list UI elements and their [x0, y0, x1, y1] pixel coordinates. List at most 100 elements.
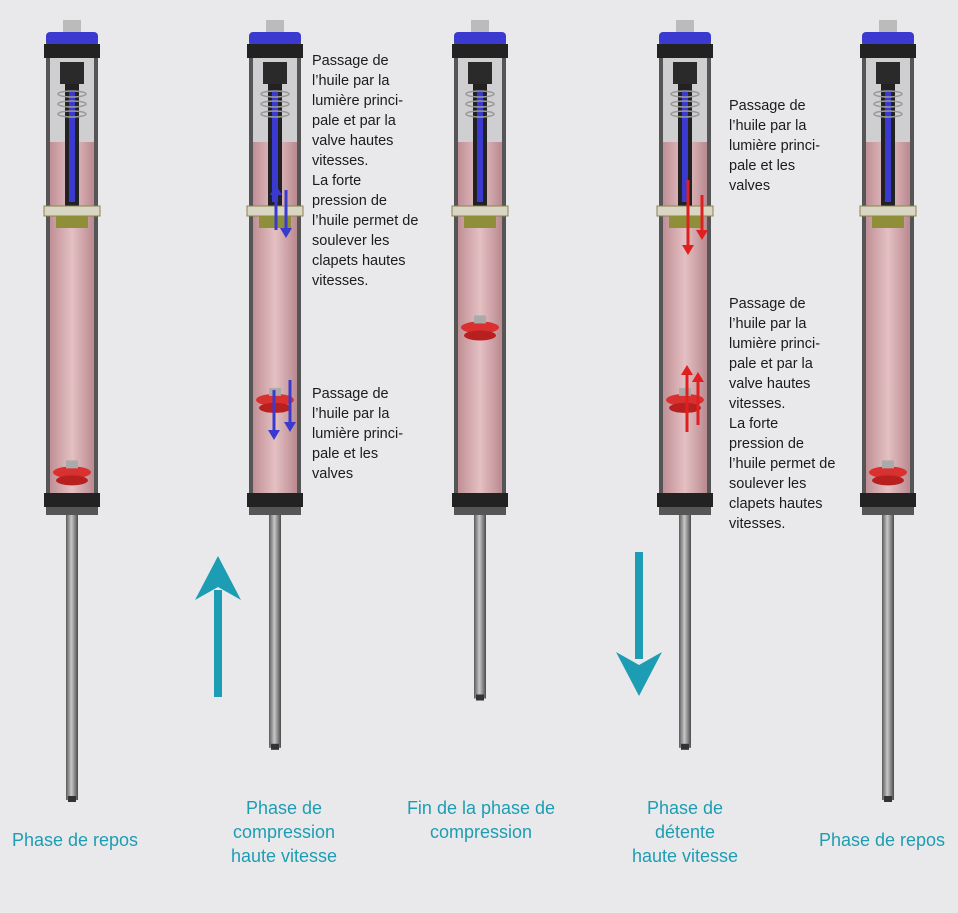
bottom-seal	[860, 493, 916, 507]
shock-rest	[859, 20, 917, 802]
shock-rebound	[656, 20, 714, 750]
rebound-direction-arrow-icon	[616, 552, 662, 696]
blue-arrow-down-head	[280, 228, 292, 238]
rod-end	[681, 743, 689, 750]
top-cap-ring	[452, 44, 508, 58]
blue-arrow-down-head	[284, 422, 296, 432]
spring-coil	[873, 110, 903, 118]
blue-cap	[454, 32, 506, 44]
red-arrow-up-head	[692, 372, 704, 382]
piston-red	[53, 466, 91, 479]
red-arrow-up-head	[681, 365, 693, 375]
spring-coil	[670, 90, 700, 98]
base-valve-plate	[859, 205, 917, 217]
blue-arrow-up-head	[270, 185, 282, 195]
spring-coil	[260, 110, 290, 118]
blue-arrow-up	[270, 185, 282, 230]
base-valve-stack	[669, 216, 701, 228]
base-valve-plate	[656, 205, 714, 217]
top-cap-ring	[44, 44, 100, 58]
piston-rod	[882, 476, 894, 800]
spring-coil	[57, 100, 87, 108]
arrow-shaft	[635, 552, 643, 659]
top-fitting	[879, 20, 897, 32]
base-valve-stack	[872, 216, 904, 228]
shock-compression	[246, 20, 304, 750]
top-fitting	[266, 20, 284, 32]
top-block	[468, 62, 492, 84]
piston-rod	[66, 476, 78, 800]
note-compression-top: Passage de l’huile par la lumière princi…	[312, 53, 419, 289]
red-arrow-up	[692, 372, 704, 425]
rod-end	[476, 694, 484, 701]
piston-nut	[679, 387, 691, 396]
blue-arrow-down-head	[268, 430, 280, 440]
piston-red	[666, 393, 704, 406]
note-compression-bottom: Passage de l’huile par la lumière princi…	[312, 386, 404, 482]
arrow-head	[616, 652, 662, 696]
rod-end	[68, 796, 76, 802]
shock-end-compression	[451, 20, 509, 701]
top-fitting	[63, 20, 81, 32]
blue-cap	[862, 32, 914, 44]
caption-rest-left: Phase de repos	[11, 830, 139, 850]
red-arrow-down-head	[696, 230, 708, 240]
top-block	[876, 62, 900, 84]
spring-coil	[465, 100, 495, 108]
spring-coil	[670, 110, 700, 118]
red-arrow-down-head	[682, 245, 694, 255]
spring-coil	[260, 90, 290, 98]
blue-needle	[477, 92, 483, 202]
red-arrow-up	[681, 365, 693, 432]
piston-valve	[669, 402, 701, 413]
blue-needle	[272, 92, 278, 202]
piston-red	[869, 466, 907, 479]
top-cap-ring	[247, 44, 303, 58]
rod-end	[884, 796, 892, 802]
rod-end	[271, 743, 279, 750]
caption-end-compression: Fin de la phase de compression	[406, 798, 556, 842]
top-block	[673, 62, 697, 84]
blue-needle	[69, 92, 75, 202]
piston-nut	[882, 460, 894, 469]
piston-valve	[872, 475, 904, 486]
blue-arrow-down	[268, 390, 280, 440]
note-detente-top: Passage de l’huile par la lumière princi…	[729, 98, 821, 194]
spring-coil	[260, 100, 290, 108]
caption-compression: Phase de compression haute vitesse	[230, 798, 338, 866]
top-fitting	[471, 20, 489, 32]
spring-coil	[57, 90, 87, 98]
piston-nut	[66, 460, 78, 469]
top-block	[60, 62, 84, 84]
spring-coil	[465, 90, 495, 98]
spring-coil	[465, 110, 495, 118]
spring-coil	[873, 100, 903, 108]
bottom-seal	[657, 493, 713, 507]
base-valve-stack	[56, 216, 88, 228]
blue-arrow-down	[284, 380, 296, 432]
piston-valve	[56, 475, 88, 486]
bottom-seal	[247, 493, 303, 507]
base-valve-plate	[451, 205, 509, 217]
blue-cap	[46, 32, 98, 44]
blue-cap	[659, 32, 711, 44]
piston-valve	[464, 330, 496, 341]
note-detente-bottom: Passage de l’huile par la lumière princi…	[729, 296, 836, 532]
arrow-shaft	[214, 590, 222, 697]
bottom-seal	[44, 493, 100, 507]
blue-cap	[249, 32, 301, 44]
base-valve-stack	[464, 216, 496, 228]
red-arrow-down	[696, 195, 708, 240]
caption-rebound: Phase de détente haute vitesse	[631, 798, 739, 866]
top-block	[263, 62, 287, 84]
piston-nut	[474, 315, 486, 324]
compression-direction-arrow-icon	[195, 556, 241, 697]
spring-coil	[57, 110, 87, 118]
arrow-head	[195, 556, 241, 600]
red-arrow-down	[682, 180, 694, 255]
top-cap-ring	[657, 44, 713, 58]
base-valve-plate	[43, 205, 101, 217]
spring-coil	[670, 100, 700, 108]
